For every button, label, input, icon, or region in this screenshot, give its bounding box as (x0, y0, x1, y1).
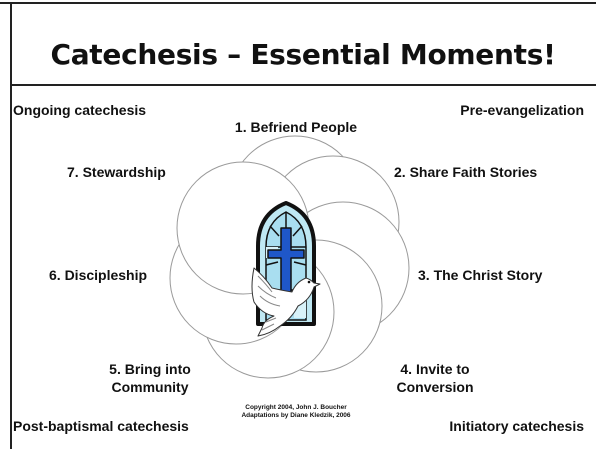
copyright-line-2: Adaptations by Diane Kledzik, 2006 (241, 412, 351, 419)
moment-label-6: 6. Discipleship (49, 267, 148, 283)
moment-label-4-line-2: Conversion (396, 379, 474, 395)
moment-label-5: 5. Bring into Community (94, 360, 206, 396)
frame-left-rule (10, 4, 12, 449)
slide-title: Catechesis – Essential Moments! (50, 38, 556, 71)
copyright-note: Copyright 2004, John J. Boucher Adaptati… (222, 404, 370, 420)
frame-top-rule (0, 2, 596, 4)
corner-label-ongoing: Ongoing catechesis (13, 102, 147, 118)
corner-label-initiatory: Initiatory catechesis (449, 418, 584, 434)
moment-label-4: 4. Invite to Conversion (384, 360, 486, 396)
moment-label-1: 1. Befriend People (234, 119, 358, 135)
moment-label-2: 2. Share Faith Stories (394, 164, 538, 180)
moment-label-3: 3. The Christ Story (418, 267, 543, 283)
moment-label-5-line-1: 5. Bring into (109, 361, 191, 377)
copyright-line-1: Copyright 2004, John J. Boucher (245, 404, 347, 411)
dove-icon (251, 267, 321, 337)
title-underline (10, 84, 596, 86)
moment-label-4-line-1: 4. Invite to (400, 361, 470, 377)
corner-label-pre-evangelization: Pre-evangelization (460, 102, 584, 118)
moment-label-7: 7. Stewardship (67, 164, 166, 180)
moment-label-5-line-2: Community (111, 379, 189, 395)
corner-label-post-baptismal: Post-baptismal catechesis (13, 418, 189, 434)
